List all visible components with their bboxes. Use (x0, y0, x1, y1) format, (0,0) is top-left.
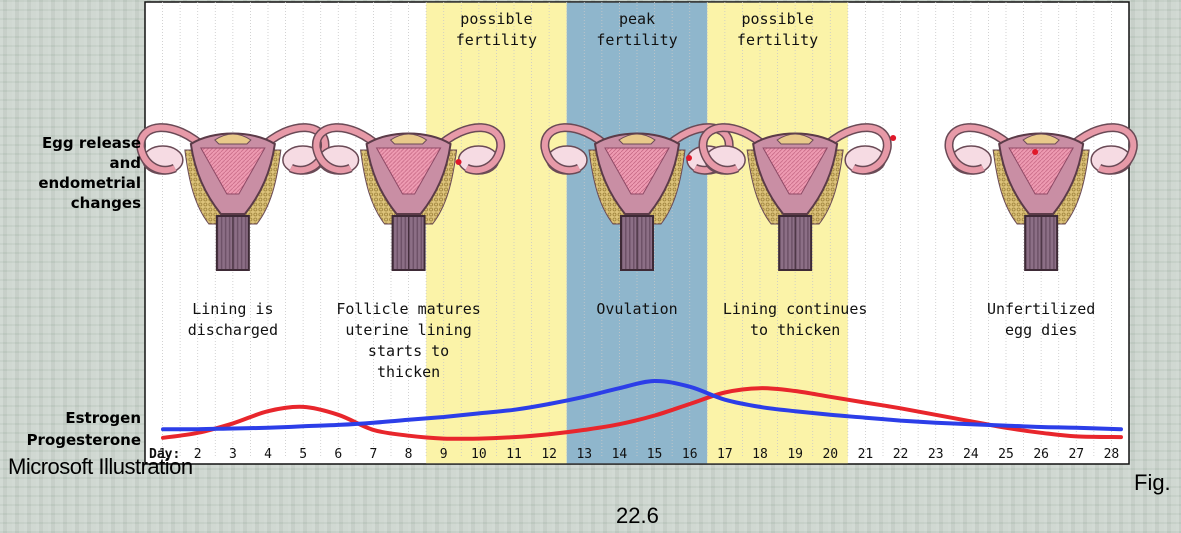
day-tick-label: 21 (858, 447, 874, 462)
day-tick-label: 10 (471, 447, 487, 462)
stage-label: uterine lining (345, 321, 471, 339)
day-tick-label: 11 (506, 447, 522, 462)
stage-label: discharged (188, 321, 278, 339)
day-tick-label: 28 (1104, 447, 1120, 462)
day-tick-label: 9 (440, 447, 448, 462)
day-tick-label: 2 (194, 447, 202, 462)
stage-label: Follicle matures (336, 300, 481, 318)
estrogen-label: Estrogen (65, 408, 141, 428)
day-tick-label: 3 (229, 447, 237, 462)
day-tick-label: 15 (647, 447, 663, 462)
phase-band-label: peak (619, 10, 655, 28)
day-tick-label: 26 (1033, 447, 1049, 462)
stage-label: starts to (368, 342, 449, 360)
phase-band-label: fertility (456, 31, 537, 49)
phase-band-label: possible (460, 10, 532, 28)
day-tick-label: 4 (264, 447, 272, 462)
day-tick-label: 8 (405, 447, 413, 462)
day-tick-label: 13 (576, 447, 592, 462)
day-tick-label: 7 (370, 447, 378, 462)
progesterone-label: Progesterone (27, 430, 141, 450)
figure-caption-part-2: 22.6 (616, 503, 659, 529)
day-tick-label: 25 (998, 447, 1014, 462)
day-tick-label: 5 (299, 447, 307, 462)
day-tick-label: 20 (822, 447, 838, 462)
egg-dot (1032, 149, 1038, 155)
day-tick-label: 24 (963, 447, 979, 462)
stage-label: to thicken (750, 321, 840, 339)
day-tick-label: 19 (787, 447, 803, 462)
day-tick-label: 27 (1068, 447, 1084, 462)
figure-caption-part-1: Fig. (1134, 470, 1171, 496)
stage-label: egg dies (1005, 321, 1077, 339)
phase-band-label: fertility (737, 31, 818, 49)
day-tick-label: 17 (717, 447, 733, 462)
day-tick-label: 6 (334, 447, 342, 462)
image-credit: Microsoft Illustration (8, 454, 193, 480)
egg-dot (890, 135, 896, 141)
egg-dot (686, 155, 692, 161)
day-tick-label: 22 (893, 447, 909, 462)
day-tick-label: 12 (541, 447, 557, 462)
stage-label: Ovulation (596, 300, 677, 318)
egg-dot (456, 159, 462, 165)
phase-band-label: fertility (596, 31, 677, 49)
uterus-label-line: and (38, 153, 141, 173)
day-tick-label: 16 (682, 447, 698, 462)
stage-label: Lining continues (723, 300, 868, 318)
phase-band-label: possible (741, 10, 813, 28)
stage-label: Unfertilized (987, 300, 1095, 318)
stage-label: thicken (377, 363, 440, 381)
uterus-label-line: endometrial (38, 173, 141, 193)
uterus-label-line: Egg release (38, 133, 141, 153)
uterus-label-line: changes (38, 193, 141, 213)
day-tick-label: 18 (752, 447, 768, 462)
uterus-row-label: Egg release and endometrial changes (38, 133, 141, 213)
day-tick-label: 14 (612, 447, 628, 462)
stage-label: Lining is (192, 300, 273, 318)
day-tick-label: 23 (928, 447, 944, 462)
